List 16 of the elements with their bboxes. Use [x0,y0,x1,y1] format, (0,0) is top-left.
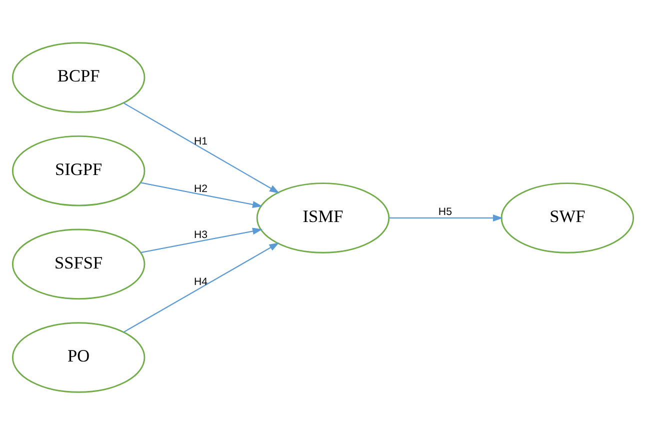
edge-label: H3 [194,228,208,241]
arrow [140,228,263,254]
node-ellipse: SWF [500,182,634,254]
arrow [140,182,263,208]
arrow [388,214,504,222]
node-ellipse: SSFSF [12,228,146,300]
edge-label: H1 [194,136,208,148]
edge-label: H2 [194,182,208,195]
node-ellipse: ISMF [256,182,390,254]
edge-label: H4 [194,276,208,288]
node-ellipse: BCPF [12,42,146,113]
edge-label: H5 [438,206,452,218]
node-ellipse: PO [12,322,146,393]
arrow [123,242,280,333]
node-ellipse: SIGPF [12,135,146,206]
arrow [123,102,280,194]
